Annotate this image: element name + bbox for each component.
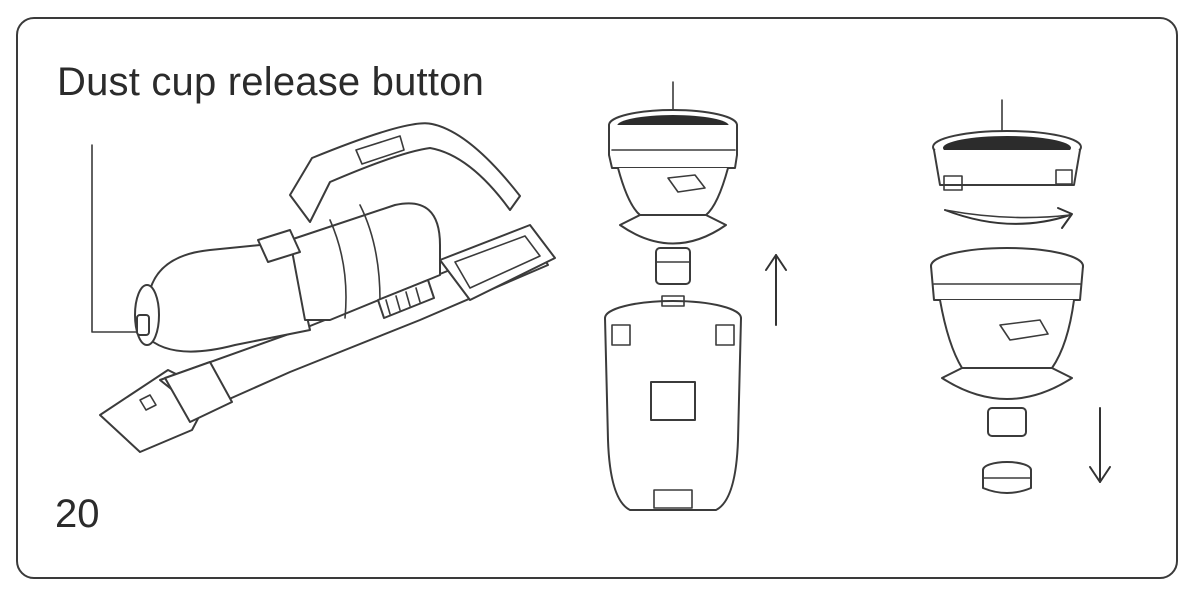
callout-label: Dust cup release button [57,60,485,104]
dust-bin-cup [604,295,742,511]
release-button [136,314,150,336]
handheld-vacuum-drawing [99,122,556,453]
arrow-up-icon [765,254,787,326]
cyclone-body [930,247,1084,437]
rotate-arrow-icon [944,207,1073,229]
cyclone-filter-lifted [608,81,738,285]
arrow-down-icon [1089,407,1111,483]
step-number: 20 [55,492,100,536]
seal-ring [982,461,1032,494]
vent-grille [377,279,435,319]
filter-cap-top [932,99,1082,191]
callout-leader-line [91,144,142,333]
